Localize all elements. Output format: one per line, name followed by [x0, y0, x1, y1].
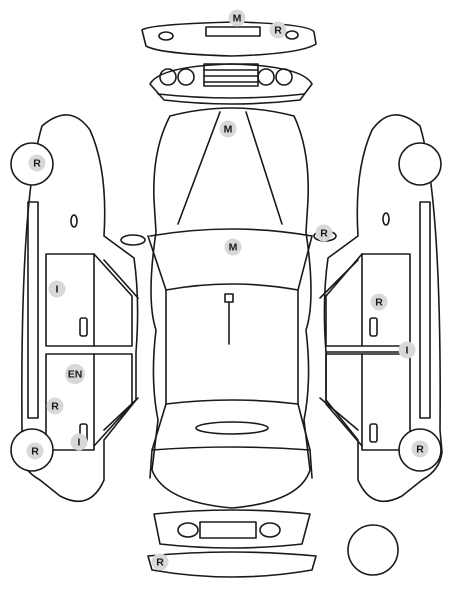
marker-hood-m[interactable]: M	[219, 120, 237, 138]
rear-fascia[interactable]	[153, 509, 311, 549]
marker-code: R	[51, 401, 59, 413]
marker-right-door-line-i[interactable]: I	[398, 341, 416, 359]
marker-dot	[219, 120, 237, 138]
marker-code: I	[56, 284, 59, 296]
marker-dot	[48, 280, 66, 298]
marker-dot	[228, 9, 246, 27]
marker-code: R	[33, 158, 41, 170]
marker-dot	[151, 553, 169, 571]
marker-dot	[46, 397, 64, 415]
marker-right-mirror-r[interactable]: R	[315, 224, 333, 242]
marker-dot	[65, 364, 85, 384]
marker-left-rear-handle-i[interactable]: I	[70, 433, 88, 451]
marker-dot	[26, 442, 44, 460]
marker-code: R	[31, 446, 39, 458]
marker-code: R	[320, 228, 328, 240]
marker-left-rear-wheel-r[interactable]: R	[26, 442, 44, 460]
marker-code: M	[233, 13, 242, 25]
marker-code: I	[78, 437, 81, 449]
marker-code: R	[156, 557, 164, 569]
car-body-top[interactable]	[120, 107, 337, 509]
marker-dot	[28, 154, 46, 172]
marker-dot	[315, 224, 333, 242]
marker-dot	[370, 293, 388, 311]
marker-rear-bumper-r[interactable]: R	[151, 553, 169, 571]
marker-code: R	[375, 297, 383, 309]
marker-left-rocker-r[interactable]: R	[46, 397, 64, 415]
marker-code: EN	[68, 369, 83, 381]
marker-front-bumper-r[interactable]: R	[269, 21, 287, 39]
marker-windshield-m[interactable]: M	[224, 238, 242, 256]
marker-code: I	[406, 345, 409, 357]
damage-markers: M R M M R R I EN R I R R I R R	[26, 9, 429, 571]
rear-bumper[interactable]	[147, 551, 317, 578]
marker-code: R	[274, 25, 282, 37]
marker-code: R	[416, 444, 424, 456]
marker-right-rear-wheel-r[interactable]: R	[411, 440, 429, 458]
marker-left-rear-door-en[interactable]: EN	[65, 364, 85, 384]
marker-dot	[398, 341, 416, 359]
front-fascia[interactable]	[149, 63, 313, 105]
marker-dot	[224, 238, 242, 256]
marker-dot	[70, 433, 88, 451]
marker-left-front-door-i[interactable]: I	[48, 280, 66, 298]
marker-left-front-wheel-r[interactable]: R	[28, 154, 46, 172]
marker-right-front-door-r[interactable]: R	[370, 293, 388, 311]
left-side-view[interactable]	[10, 114, 139, 503]
marker-dot	[411, 440, 429, 458]
marker-dot	[269, 21, 287, 39]
spare-wheel[interactable]	[347, 524, 399, 576]
marker-code: M	[229, 242, 238, 254]
marker-front-bumper-m[interactable]: M	[228, 9, 246, 27]
front-bumper[interactable]	[141, 21, 317, 57]
marker-code: M	[224, 124, 233, 136]
